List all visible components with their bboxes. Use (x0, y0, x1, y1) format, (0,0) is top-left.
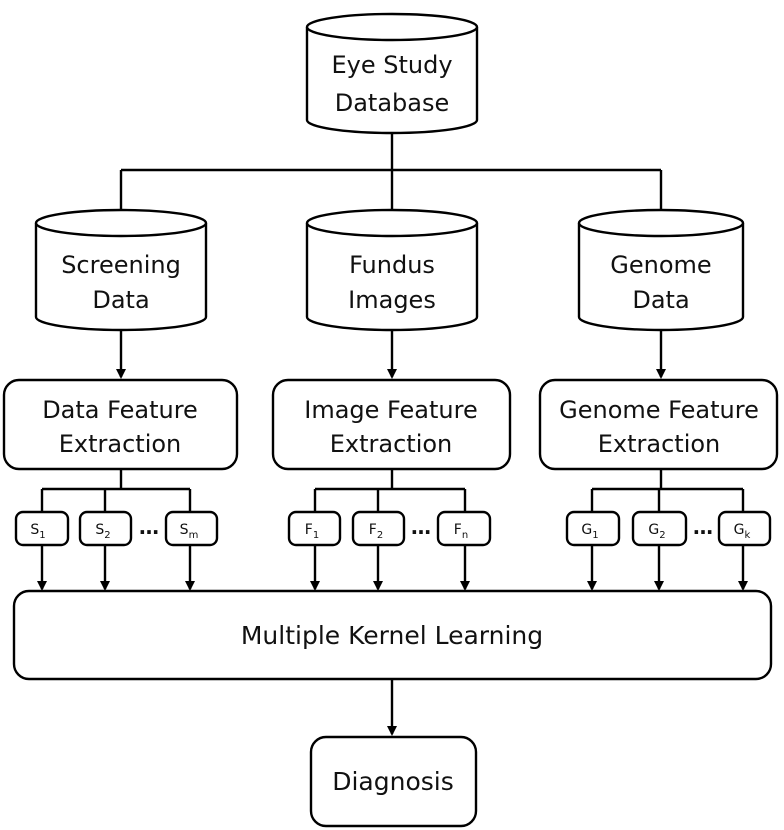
screening-data-label-line2: Data (92, 286, 149, 314)
svg-text:S2: S2 (95, 522, 110, 541)
feature-sm-subscript: m (189, 530, 199, 541)
screening-data-database: Screening Data (34, 208, 208, 332)
genome-feature-extraction-line2: Extraction (598, 430, 721, 458)
svg-text:Sm: Sm (180, 522, 199, 541)
multiple-kernel-learning-label: Multiple Kernel Learning (241, 621, 543, 650)
feature-fn-base: F (454, 522, 462, 538)
svg-text:S1: S1 (30, 522, 45, 541)
genome-feature-branches (590, 469, 745, 512)
fundus-images-label-line1: Fundus (349, 251, 435, 279)
feature-g2: G2 (631, 510, 688, 547)
svg-text:Gk: Gk (734, 522, 751, 541)
feature-f2: F2 (351, 510, 406, 547)
feature-s1-base: S (30, 522, 39, 538)
feature-s1-subscript: 1 (39, 530, 45, 541)
svg-text:F2: F2 (369, 522, 383, 541)
genome-data-label-line1: Genome (610, 251, 711, 279)
feature-fn: Fn (436, 510, 492, 547)
genome-data-label-line2: Data (632, 286, 689, 314)
svg-text:Fn: Fn (454, 522, 468, 541)
fundus-images-label-line2: Images (348, 286, 436, 314)
feature-f1: F1 (287, 510, 342, 547)
feature-to-mkl-arrows (37, 545, 748, 591)
eye-study-database-label-line2: Database (335, 89, 450, 117)
feature-gk: Gk (717, 510, 772, 547)
image-feature-extraction-line1: Image Feature (304, 396, 477, 424)
screening-feature-branches (40, 469, 192, 512)
distribution-connector (119, 133, 663, 210)
feature-g1-base: G (581, 522, 592, 538)
feature-g1: G1 (565, 510, 621, 547)
svg-text:G2: G2 (648, 522, 665, 541)
diagnosis-box: Diagnosis (309, 735, 478, 828)
genome-features-ellipsis: … (693, 515, 713, 539)
feature-sm-base: S (180, 522, 189, 538)
genome-feature-extraction-box: Genome Feature Extraction (538, 378, 779, 471)
feature-g2-subscript: 2 (659, 530, 665, 541)
data-feature-extraction-line2: Extraction (59, 430, 182, 458)
screening-data-label-line1: Screening (61, 251, 181, 279)
eye-study-database-label-line1: Eye Study (331, 51, 452, 79)
image-feature-extraction-line2: Extraction (330, 430, 453, 458)
svg-text:G1: G1 (581, 522, 598, 541)
feature-s2-base: S (95, 522, 104, 538)
feature-f1-subscript: 1 (313, 530, 319, 541)
data-feature-extraction-box: Data Feature Extraction (2, 378, 239, 471)
svg-text:F1: F1 (305, 522, 319, 541)
feature-s2-subscript: 2 (104, 530, 110, 541)
feature-fn-subscript: n (462, 530, 468, 541)
feature-gk-subscript: k (745, 530, 751, 541)
eye-study-database: Eye Study Database (305, 12, 479, 135)
fundus-images-database: Fundus Images (305, 208, 479, 332)
feature-s1: S1 (14, 510, 70, 547)
image-feature-branches (313, 469, 467, 512)
feature-s2: S2 (78, 510, 133, 547)
data-feature-extraction-line1: Data Feature (42, 396, 198, 424)
image-feature-extraction-box: Image Feature Extraction (271, 378, 512, 471)
genome-feature-extraction-line1: Genome Feature (559, 396, 759, 424)
multiple-kernel-learning-box: Multiple Kernel Learning (12, 589, 773, 681)
feature-g2-base: G (648, 522, 659, 538)
feature-f1-base: F (305, 522, 313, 538)
screening-features-ellipsis: … (139, 515, 159, 539)
feature-g1-subscript: 1 (592, 530, 598, 541)
feature-f2-base: F (369, 522, 377, 538)
feature-gk-base: G (734, 522, 745, 538)
genome-data-database: Genome Data (577, 208, 745, 332)
diagnosis-label: Diagnosis (332, 767, 454, 796)
feature-sm: Sm (164, 510, 219, 547)
feature-f2-subscript: 2 (377, 530, 383, 541)
image-features-ellipsis: … (411, 515, 431, 539)
